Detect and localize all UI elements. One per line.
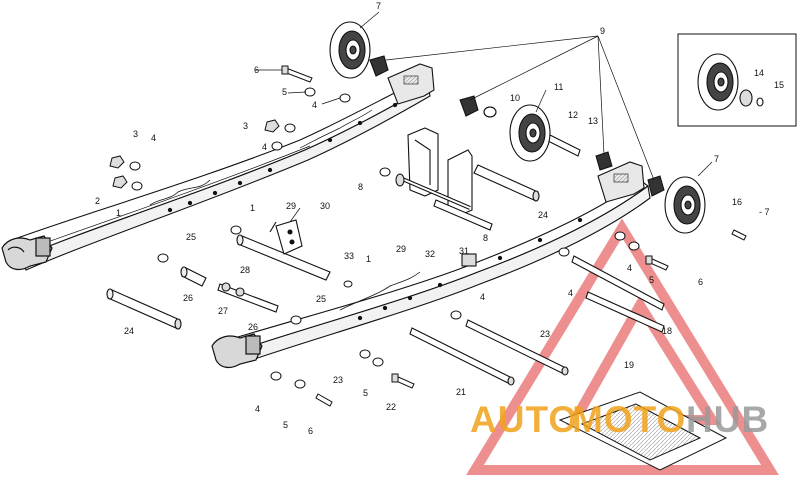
leader-lines [255,11,713,223]
callout-15: 15 [774,80,784,90]
callout-4-bottom: 4 [255,404,260,414]
right-rail-front-hook [211,333,263,369]
left-rail-upper [11,63,435,271]
callout-5-lower: 5 [363,388,368,398]
callout-10: 10 [510,93,520,103]
bolt-26 [217,282,279,313]
callout-8-upper: 8 [358,182,363,192]
callout-23-right: 23 [540,329,550,339]
callout-21: 21 [456,387,466,397]
callout-30: 30 [320,201,330,211]
callout-31: 31 [459,246,469,256]
callout-26-a: 26 [183,293,193,303]
callout-16: 16 [732,197,742,207]
callout-4-upper: 4 [262,142,267,152]
callout-9: 9 [600,26,605,36]
cross-shaft-23 [465,319,569,376]
arm-30 [269,219,303,255]
rod-31 [433,199,493,231]
callout-11: 11 [554,82,563,92]
callout-4-right-b: 4 [568,288,573,298]
callout-28: 28 [240,265,250,275]
callout-4-center: 4 [480,292,485,302]
cross-shaft-upper [473,164,540,202]
callout-29-lower: 29 [396,244,406,254]
watermark-auto: AUTO [470,399,578,440]
callout-6-bottom: 6 [308,426,313,436]
watermark-moto: MOTO [572,399,686,440]
callout-6-top: 6 [254,65,259,75]
callout-27: 27 [218,306,228,316]
callout-5-top: 5 [282,87,287,97]
callout-8-mid: 8 [483,233,488,243]
callout-22: 22 [386,402,396,412]
idler-wheel-top [329,21,389,79]
callout-14: 14 [754,68,764,78]
cross-shaft-18 [571,255,665,333]
callout-2-left: 2 [95,196,100,206]
spacer-tube-26 [180,266,207,287]
callout-13: 13 [588,116,598,126]
callout-12: 12 [568,110,578,120]
callout-33: 33 [344,251,354,261]
callout-labels: 7 6 5 4 3 4 3 4 2 1 9 10 11 12 13 8 14 1… [95,1,784,436]
callout-6-right: 6 [698,277,703,287]
right-rail-lower [227,161,651,365]
shaft-33 [236,234,331,281]
callout-1-left: 1 [116,208,121,218]
callout-29-top: 29 [286,201,296,211]
center-pivot-bracket [395,127,473,217]
callout-24-upper: 24 [538,210,548,220]
callout-23-lower: 23 [333,375,343,385]
callout-32: 32 [425,249,435,259]
slide-plate-19 [558,391,728,471]
hardware [109,65,747,407]
callout-4-top: 4 [312,100,317,110]
bearing-caps [459,95,665,197]
callout-3-left: 3 [133,129,138,139]
callout-1-mid: 1 [250,203,255,213]
idler-wheel-right [664,176,706,234]
callout-7-far-right: - 7 [759,207,770,217]
callout-5-bottom: 5 [283,420,288,430]
callout-5-right: 5 [649,275,654,285]
callout-4-left: 4 [151,133,156,143]
idler-wheel-middle [509,104,551,162]
callout-7-right: 7 [714,154,719,164]
cross-shaft-21 [409,327,515,386]
callout-24-left: 24 [124,326,134,336]
callout-7-top: 7 [376,1,381,11]
watermark-text: AUTO MOTO HUB [470,399,769,440]
callout-25-left: 25 [186,232,196,242]
inset-detail-box [677,33,797,127]
spacer-tube-24 [106,288,182,330]
callout-25-mid: 25 [316,294,326,304]
callout-26-b: 26 [248,322,258,332]
watermark-hub: HUB [686,399,769,440]
callout-1-center: 1 [366,254,371,264]
callout-3-upper: 3 [243,121,248,131]
callout-4-right-a: 4 [627,263,632,273]
callout-18: 18 [662,326,672,336]
callout-19: 19 [624,360,634,370]
watermark-triangle-outer [466,218,779,475]
left-rail-front-hook [1,235,53,271]
